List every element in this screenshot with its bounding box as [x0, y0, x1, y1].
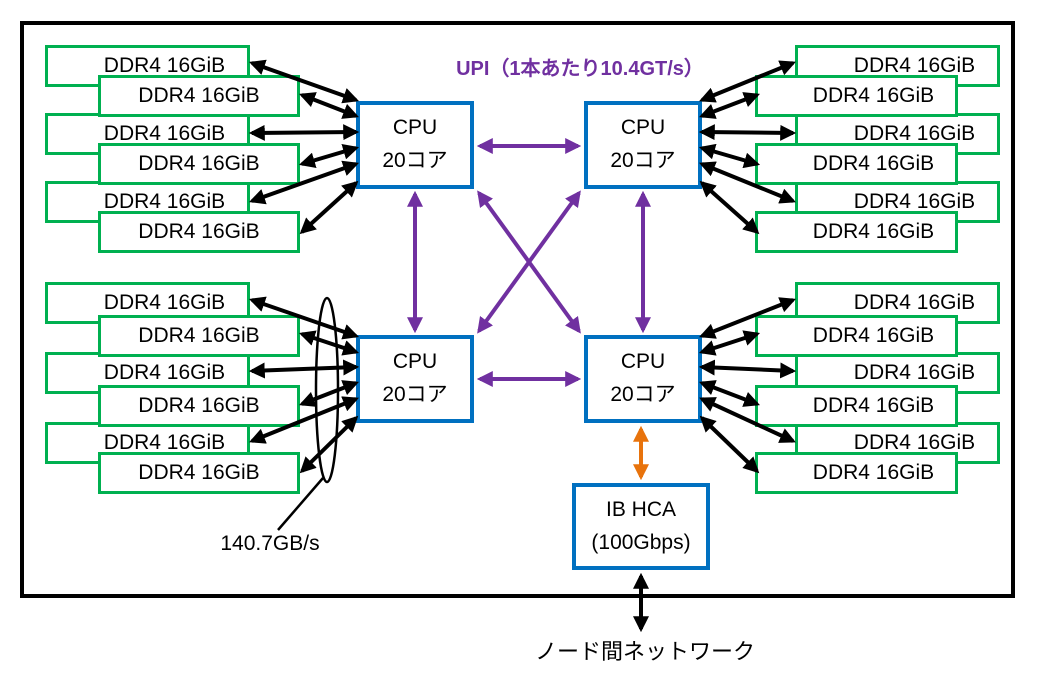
ddr4-module: DDR4 16GiB — [98, 75, 300, 117]
cpu-socket-1: CPU 20コア — [356, 101, 474, 189]
ddr4-module: DDR4 16GiB — [755, 385, 958, 427]
ddr4-module: DDR4 16GiB — [755, 143, 958, 185]
ddr4-label: DDR4 16GiB — [853, 122, 976, 145]
ddr4-label: DDR4 16GiB — [812, 324, 935, 347]
cpu-socket-4: CPU 20コア — [584, 335, 702, 423]
ddr4-label: DDR4 16GiB — [812, 152, 935, 175]
node-boundary-box — [20, 21, 1015, 598]
cpu-label-line1: CPU — [620, 350, 666, 374]
cpu-socket-3: CPU 20コア — [356, 335, 474, 423]
ddr4-label: DDR4 16GiB — [103, 361, 226, 384]
ddr4-module: DDR4 16GiB — [755, 452, 958, 494]
ddr4-label: DDR4 16GiB — [138, 84, 260, 107]
cpu-label-line1: CPU — [392, 116, 438, 140]
ddr4-label: DDR4 16GiB — [103, 54, 226, 77]
ddr4-module: DDR4 16GiB — [755, 75, 958, 117]
internode-network-label: ノード間ネットワーク — [534, 639, 755, 664]
ddr4-module: DDR4 16GiB — [98, 315, 300, 357]
ddr4-label: DDR4 16GiB — [138, 220, 260, 243]
ddr4-label: DDR4 16GiB — [853, 431, 976, 454]
ddr4-label: DDR4 16GiB — [103, 190, 226, 213]
ddr4-module: DDR4 16GiB — [755, 211, 958, 253]
cpu-label-line1: CPU — [392, 350, 438, 374]
cpu-label-line1: CPU — [620, 116, 666, 140]
memory-bandwidth-label: 140.7GB/s — [220, 532, 320, 555]
ddr4-module: DDR4 16GiB — [98, 211, 300, 253]
ddr4-label: DDR4 16GiB — [812, 394, 935, 417]
hca-label-line1: IB HCA — [605, 497, 676, 521]
ddr4-label: DDR4 16GiB — [103, 122, 226, 145]
ddr4-label: DDR4 16GiB — [812, 220, 935, 243]
ddr4-label: DDR4 16GiB — [853, 291, 976, 314]
ddr4-module: DDR4 16GiB — [98, 452, 300, 494]
ddr4-label: DDR4 16GiB — [853, 54, 976, 77]
cpu-label-line2: 20コア — [382, 149, 448, 172]
ddr4-label: DDR4 16GiB — [853, 361, 976, 384]
ddr4-label: DDR4 16GiB — [103, 291, 226, 314]
ddr4-label: DDR4 16GiB — [138, 461, 260, 484]
ddr4-label: DDR4 16GiB — [812, 461, 935, 484]
ddr4-label: DDR4 16GiB — [138, 152, 260, 175]
ddr4-module: DDR4 16GiB — [98, 143, 300, 185]
ddr4-module: DDR4 16GiB — [755, 315, 958, 357]
ddr4-label: DDR4 16GiB — [853, 190, 976, 213]
ddr4-label: DDR4 16GiB — [103, 431, 226, 454]
cpu-label-line2: 20コア — [610, 383, 676, 406]
ib-hca-box: IB HCA (100Gbps) — [572, 483, 710, 570]
ddr4-label: DDR4 16GiB — [812, 84, 935, 107]
ddr4-module: DDR4 16GiB — [98, 385, 300, 427]
cpu-label-line2: 20コア — [610, 149, 676, 172]
hca-label-line2: (100Gbps) — [591, 530, 691, 554]
upi-label: UPI（1本あたり10.4GT/s） — [456, 58, 704, 80]
ddr4-label: DDR4 16GiB — [138, 324, 260, 347]
cpu-label-line2: 20コア — [382, 383, 448, 406]
ddr4-label: DDR4 16GiB — [138, 394, 260, 417]
cpu-socket-2: CPU 20コア — [584, 101, 702, 189]
